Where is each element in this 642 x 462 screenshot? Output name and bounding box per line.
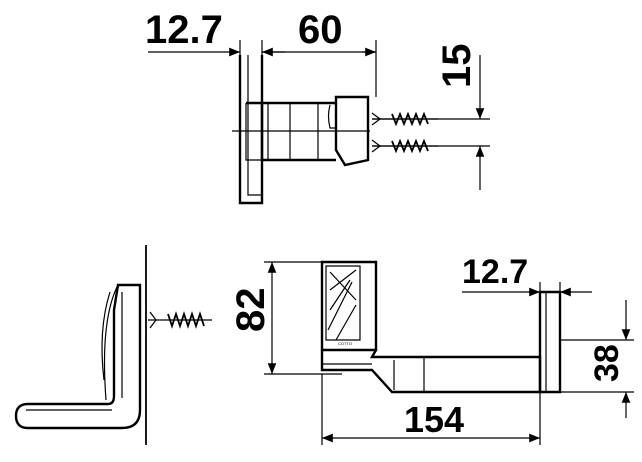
- dim-rod-height: 38: [588, 344, 626, 382]
- dim-front-height: 82: [229, 288, 273, 333]
- dim-top-depth: 60: [298, 8, 343, 52]
- dim-top-offset: 15: [435, 44, 479, 89]
- dim-rod-diameter: 12.7: [462, 253, 528, 291]
- brand-mark: COTTO: [338, 341, 352, 346]
- dim-front-length: 154: [404, 399, 464, 440]
- screw-side: [148, 311, 212, 329]
- front-view: COTTO 82 12.7 154 38: [229, 253, 634, 445]
- dim-top-left-width: 12.7: [145, 8, 223, 52]
- top-view: 12.7 60 15: [145, 8, 490, 205]
- side-view: [14, 245, 212, 445]
